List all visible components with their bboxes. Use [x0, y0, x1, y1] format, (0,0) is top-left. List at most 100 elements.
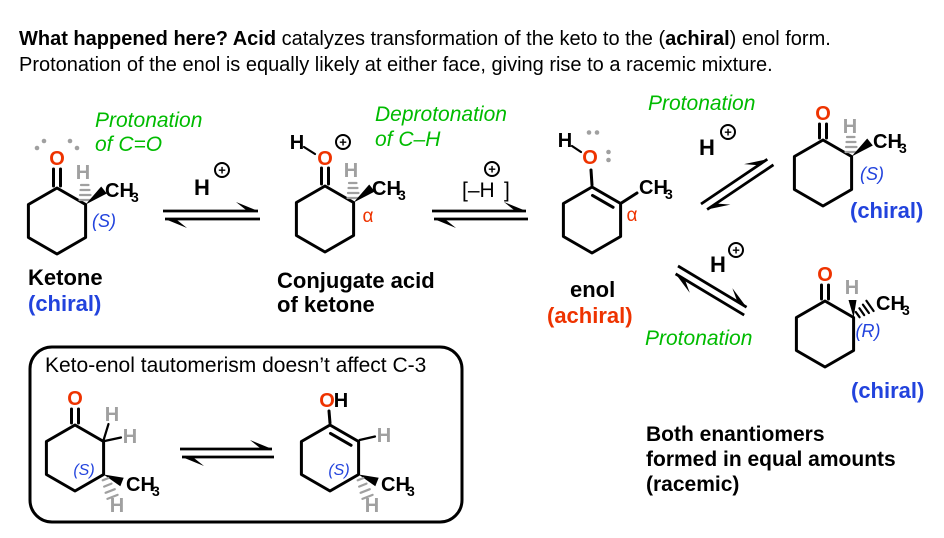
- c-h-bond: [102, 422, 110, 442]
- plus-charge-icon: [484, 161, 500, 177]
- deprotonation-annotation-line1: Deprotonation: [375, 103, 507, 126]
- c-h-bond: [103, 436, 123, 443]
- equilibrium-arrow-1: [163, 202, 260, 228]
- hydrogen-atom: H: [123, 426, 137, 448]
- plus-charge-icon: [728, 242, 744, 258]
- hash-wedge-to-h: [356, 477, 374, 500]
- header-regular-2: ) enol form.: [729, 28, 831, 50]
- header-text: What happened here? Acid catalyzes trans…: [19, 26, 929, 78]
- hash-wedge-to-h: [78, 183, 93, 202]
- plus-charge-icon: [335, 134, 351, 150]
- header-bold-1: What happened here? Acid: [19, 28, 277, 50]
- box-enol-structure: O H H (S) CH 3 H: [299, 390, 415, 517]
- conclusion-text: Both enantiomers formed in equal amounts…: [646, 423, 896, 496]
- c-o-bond: [589, 168, 594, 187]
- forward-arrow: [677, 264, 748, 309]
- methyl-label: CH: [873, 131, 902, 153]
- enol-name: enol: [570, 277, 615, 302]
- methyl-label: CH: [372, 178, 401, 200]
- ring-bond: [561, 185, 623, 255]
- header-line-2: Protonation of the enol is equally likel…: [19, 54, 773, 76]
- hydrogen-atom: H: [845, 277, 859, 299]
- acidic-hydrogen: H: [290, 132, 304, 154]
- callout-box-title: Keto-enol tautomerism doesn’t affect C-3: [45, 354, 426, 377]
- methyl-subscript: 3: [131, 189, 139, 205]
- proton-reagent-1: H +: [194, 162, 230, 200]
- plus-charge-sign: +: [339, 135, 347, 150]
- methyl-label: CH: [639, 177, 668, 199]
- product-s-structure: O H CH 3 (S) (chiral): [792, 103, 923, 223]
- ketone-chirality: (chiral): [28, 291, 101, 316]
- ring-bond: [792, 138, 854, 208]
- stereo-label: (S): [860, 164, 884, 184]
- carbonyl-double-bond: [320, 166, 330, 186]
- ring-bond: [44, 423, 106, 493]
- enol-hydrogen: H: [558, 130, 572, 152]
- conjugate-acid-name-line1: Conjugate acid: [277, 268, 435, 293]
- proton-h: H: [699, 135, 715, 160]
- minus-h-open: [–H: [462, 179, 495, 202]
- proton-h: H: [194, 175, 210, 200]
- equilibrium-arrow-2: [432, 202, 528, 228]
- carbonyl-double-bond: [70, 407, 80, 425]
- conclusion-line3: (racemic): [646, 473, 739, 496]
- oh-bond: [570, 144, 583, 154]
- hash-wedge-to-h: [346, 181, 361, 200]
- methyl-subscript: 3: [398, 187, 406, 203]
- conjugate-acid-name-line2: of ketone: [277, 292, 375, 317]
- hydrogen-atom: H: [344, 160, 358, 182]
- conclusion-line2: formed in equal amounts: [646, 448, 896, 471]
- proton-reagent-bottom: H +: [710, 242, 744, 277]
- bold-wedge-to-methyl: [85, 186, 107, 205]
- bold-wedge-to-h: [848, 300, 857, 318]
- methyl-subscript: 3: [899, 140, 907, 156]
- reverse-arrow: [706, 163, 775, 211]
- plus-charge-sign: +: [724, 125, 732, 140]
- c-methyl-bond: [619, 191, 639, 205]
- protonation-co-annotation-line2: of C=O: [95, 133, 162, 156]
- lone-pair-dot: [594, 130, 600, 135]
- ring-bond: [294, 184, 356, 254]
- lone-pair-dot: [34, 145, 40, 151]
- alpha-carbon-label: α: [363, 206, 374, 227]
- stereo-label: (S): [328, 462, 349, 479]
- plus-charge-sign: +: [732, 243, 740, 258]
- carbonyl-double-bond: [818, 122, 828, 140]
- header-bold-2: achiral: [665, 28, 730, 50]
- hash-wedge-to-methyl: [854, 299, 875, 319]
- oxygen-atom: O: [317, 148, 333, 170]
- hydroxyl-hydrogen: H: [334, 390, 348, 412]
- callout-box: Keto-enol tautomerism doesn’t affect C-3…: [28, 345, 464, 524]
- carbonyl-double-bond: [820, 283, 830, 301]
- enol-double-bond-inner: [329, 431, 353, 447]
- c-o-bond: [327, 409, 332, 425]
- hash-wedge-to-h: [101, 477, 119, 500]
- stereo-label: (R): [856, 321, 881, 341]
- proton-h: H: [710, 252, 726, 277]
- hydrogen-atom: H: [365, 495, 379, 517]
- methyl-label: CH: [876, 293, 905, 315]
- minus-proton-label: [–H ] +: [462, 161, 510, 202]
- hydrogen-atom: H: [377, 425, 391, 447]
- plus-charge-icon: [214, 162, 230, 178]
- oxygen-atom: O: [815, 103, 831, 125]
- enol-structure: O H CH 3 α enol (achiral): [547, 130, 673, 328]
- conjugate-acid-structure: O H + H CH 3 α Conjugate acid of ketone …: [277, 103, 507, 317]
- enol-double-bond-inner: [591, 193, 615, 209]
- forward-arrow: [700, 158, 769, 206]
- methyl-label: CH: [126, 474, 155, 496]
- oxygen-atom: O: [67, 388, 83, 410]
- c-h-bond: [358, 435, 377, 442]
- plus-charge-sign: +: [488, 162, 496, 177]
- box-equilibrium-arrow: [180, 440, 274, 466]
- conclusion-line1: Both enantiomers: [646, 423, 825, 446]
- ring-bond: [26, 186, 88, 256]
- plus-charge-icon: [720, 124, 736, 140]
- protonation-bottom-annotation: Protonation: [645, 327, 752, 350]
- box-keto-structure: O H H (S) CH 3 H: [44, 388, 160, 517]
- lone-pair-dot: [74, 145, 80, 151]
- methyl-subscript: 3: [902, 302, 910, 318]
- lone-pair-dot: [41, 138, 47, 144]
